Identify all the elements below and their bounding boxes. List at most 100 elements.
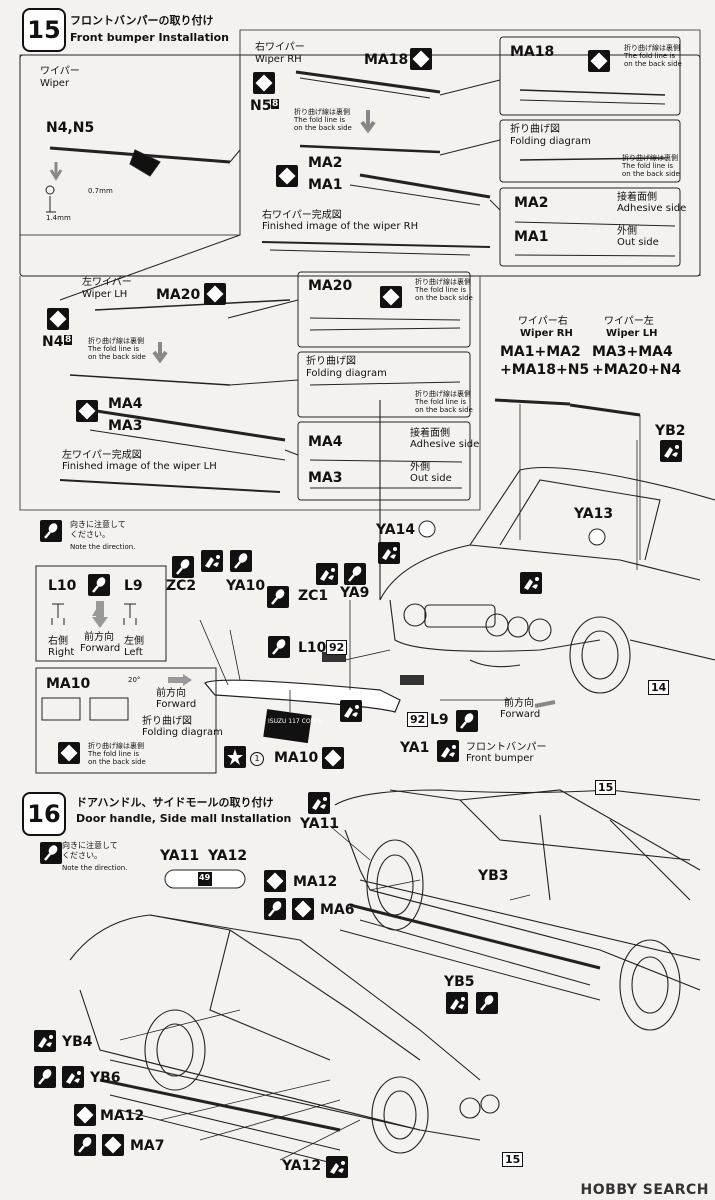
box3-fold-en2: on the back side <box>415 294 473 302</box>
ma10-forward-en: Forward <box>156 699 197 710</box>
cement-icon <box>62 1066 84 1088</box>
fold-back-en2: on the back side <box>294 124 352 132</box>
finished-rh-en: Finished image of the wiper RH <box>262 221 419 232</box>
box4-fold-jp: 折り曲げ線は裏側 <box>415 390 471 398</box>
folding-jp: 折り曲げ図 <box>510 124 560 135</box>
cement-icon <box>660 440 682 462</box>
diamond-icon <box>204 283 226 305</box>
lh-fold-en1: The fold line is <box>88 345 140 353</box>
lh-adhesive-jp: 接着面側 <box>410 428 450 439</box>
forward-en: Forward <box>80 643 121 654</box>
dim-07: 0.7mm <box>88 187 113 195</box>
ma7-label: MA7 <box>130 1138 165 1154</box>
paint-brush-icon <box>86 572 112 598</box>
left-wiper-jp: 左ワイパー <box>82 277 132 288</box>
step15-upper-box <box>19 54 701 277</box>
adhesive-jp: 接着面側 <box>617 192 657 203</box>
wiper-label-jp: ワイパー <box>40 66 80 77</box>
n4-badge: 8 <box>64 335 73 345</box>
l9-diagram-label: L9 <box>124 578 143 594</box>
paint-brush-icon <box>228 548 254 574</box>
right-wiper-en: Wiper RH <box>255 54 302 65</box>
paint-brush-icon <box>38 518 64 544</box>
cement-icon <box>340 700 362 722</box>
box3-fold-en1: The fold line is <box>415 286 467 294</box>
fold-back-jp: 折り曲げ線は裏側 <box>294 108 350 116</box>
yb6-label: YB6 <box>90 1070 121 1086</box>
ma12-label-top: MA12 <box>293 874 338 890</box>
lh-outside-en: Out side <box>410 473 452 484</box>
mirror-part-icon <box>418 520 436 538</box>
ref-14: 14 <box>648 680 670 695</box>
s16-direction-jp1: 向きに注意して <box>62 841 118 850</box>
ma2-label: MA2 <box>308 155 343 171</box>
car-forward-jp: 前方向 <box>504 698 534 709</box>
box-fold-jp: 折り曲げ線は裏側 <box>624 44 680 52</box>
diamond-icon <box>588 50 610 72</box>
box-ma2-label: MA2 <box>514 195 549 211</box>
box-fold-en2: on the back side <box>624 60 682 68</box>
left-en: Left <box>124 647 143 658</box>
n4-label: N4 <box>42 334 64 350</box>
diamond-icon <box>380 286 402 308</box>
l10-badge: 92 <box>326 640 348 655</box>
diamond-icon <box>264 870 286 892</box>
right-en: Right <box>48 647 75 658</box>
car-forward-en: Forward <box>500 709 541 720</box>
step16-title-en: Door handle, Side mall Installation <box>76 812 292 825</box>
yb2-label: YB2 <box>655 423 686 439</box>
ya11-box-label: YA11 <box>160 848 200 864</box>
ya13-label: YA13 <box>574 506 614 522</box>
l9-badge: 92 <box>407 712 429 727</box>
step15-lh-box <box>19 276 481 511</box>
zc1-label: ZC1 <box>298 588 329 604</box>
paint-brush-icon <box>72 1132 98 1158</box>
paint-brush-icon <box>38 840 64 866</box>
s16-direction-jp2: ください。 <box>62 851 102 860</box>
step15-title-jp: フロントバンパーの取り付け <box>70 14 214 27</box>
box-fold-en1: The fold line is <box>624 52 676 60</box>
wiper-label-en: Wiper <box>40 78 70 89</box>
diamond-icon <box>47 308 69 330</box>
cement-icon <box>446 992 468 1014</box>
box4-fold-en1: The fold line is <box>415 398 467 406</box>
yb5-label: YB5 <box>444 974 475 990</box>
star-icon <box>224 746 246 768</box>
angle-label: 20° <box>128 676 141 684</box>
lh-adhesive-en: Adhesive side <box>410 439 480 450</box>
paint-brush-icon <box>474 990 500 1016</box>
n4n5-label: N4,N5 <box>46 120 95 136</box>
lh-folding-jp: 折り曲げ図 <box>306 356 356 367</box>
side-car-upper-drawing <box>334 789 701 1031</box>
ma10-label: MA10 <box>274 750 319 766</box>
step15-title-en: Front bumper Installation <box>70 31 230 44</box>
ma10-forward-jp: 前方向 <box>156 688 186 699</box>
folding-en: Folding diagram <box>510 136 591 147</box>
dim-14: 1.4mm <box>46 214 71 222</box>
plate-text: ISUZU 117 COUPE <box>268 718 323 725</box>
box-ma4-label: MA4 <box>308 434 343 450</box>
ma10-fold-en2: on the back side <box>88 758 146 766</box>
cement-icon <box>326 1156 348 1178</box>
circle-one: 1 <box>250 752 264 766</box>
box2-fold-jp: 折り曲げ線は裏側 <box>622 154 678 162</box>
ya14-label: YA14 <box>376 522 416 538</box>
diamond-icon <box>102 1134 124 1156</box>
direction-jp2: ください。 <box>70 530 110 539</box>
fold-back-en1: The fold line is <box>294 116 346 124</box>
box2-fold-en2: on the back side <box>622 170 680 178</box>
box-ma20-label: MA20 <box>308 278 353 294</box>
lh-fold-en2: on the back side <box>88 353 146 361</box>
paint-brush-icon <box>265 584 291 610</box>
step15-number: 15 <box>22 8 66 52</box>
ma6-label: MA6 <box>320 902 355 918</box>
adhesive-en: Adhesive side <box>617 203 687 214</box>
diamond-icon <box>322 747 344 769</box>
front-bumper-en: Front bumper <box>466 753 534 764</box>
right-wiper-jp: 右ワイパー <box>255 42 305 53</box>
n5-label: N5 <box>250 98 272 114</box>
yb4-label: YB4 <box>62 1034 93 1050</box>
ma1-label: MA1 <box>308 177 343 193</box>
zc2-label: ZC2 <box>166 578 197 594</box>
forward-jp: 前方向 <box>84 632 114 643</box>
